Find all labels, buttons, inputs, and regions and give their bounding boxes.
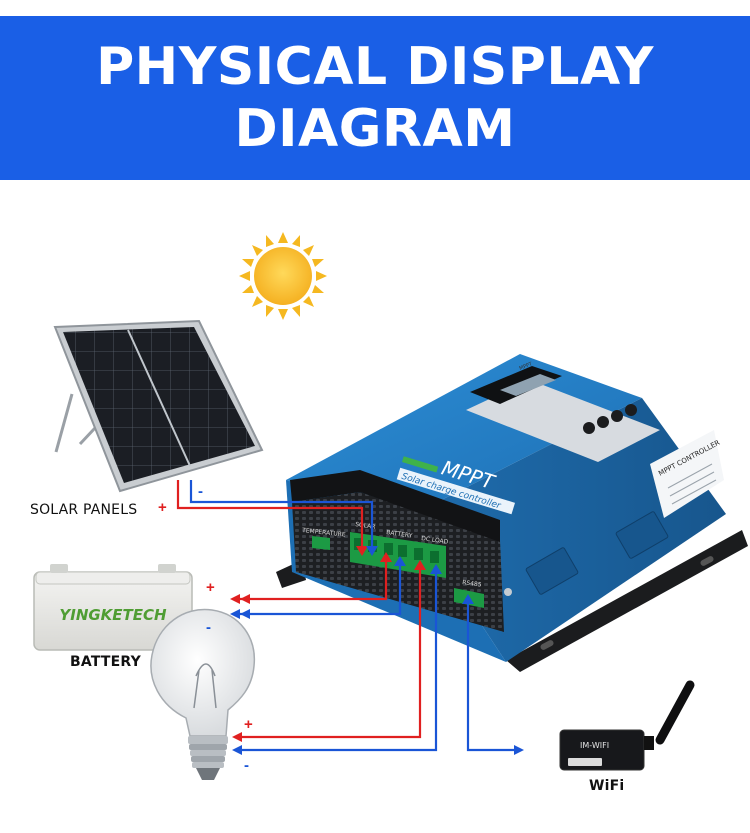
solar-panel: [55, 321, 262, 491]
title-line-1: PHYSICAL DISPLAY: [96, 36, 654, 98]
battery-plus-sign: +: [206, 580, 215, 595]
battery-label: BATTERY: [70, 654, 141, 670]
solar-plus-sign: +: [158, 500, 167, 515]
battery-minus-sign: -: [206, 620, 211, 635]
sun-icon: [239, 232, 327, 320]
title-line-2: DIAGRAM: [235, 98, 516, 160]
wiring-diagram: YINGKETECH: [0, 180, 750, 828]
solar-minus-sign: -: [198, 484, 203, 499]
wifi-device-label: IM-WIFI: [580, 741, 609, 750]
mppt-controller: TEMPERATURE SOLAR BATTERY DC LOAD RS485 …: [276, 354, 748, 672]
wifi-label: WiFi: [589, 778, 624, 794]
solar-panels-label: SOLAR PANELS: [30, 502, 137, 518]
wifi-module: IM-WIFI: [560, 685, 690, 770]
load-plus-sign: +: [244, 717, 253, 732]
battery-brand-text: YINGKETECH: [59, 606, 167, 624]
load-minus-sign: -: [244, 758, 249, 773]
title-banner: PHYSICAL DISPLAY DIAGRAM: [0, 16, 750, 180]
light-bulb-icon: [151, 609, 254, 780]
